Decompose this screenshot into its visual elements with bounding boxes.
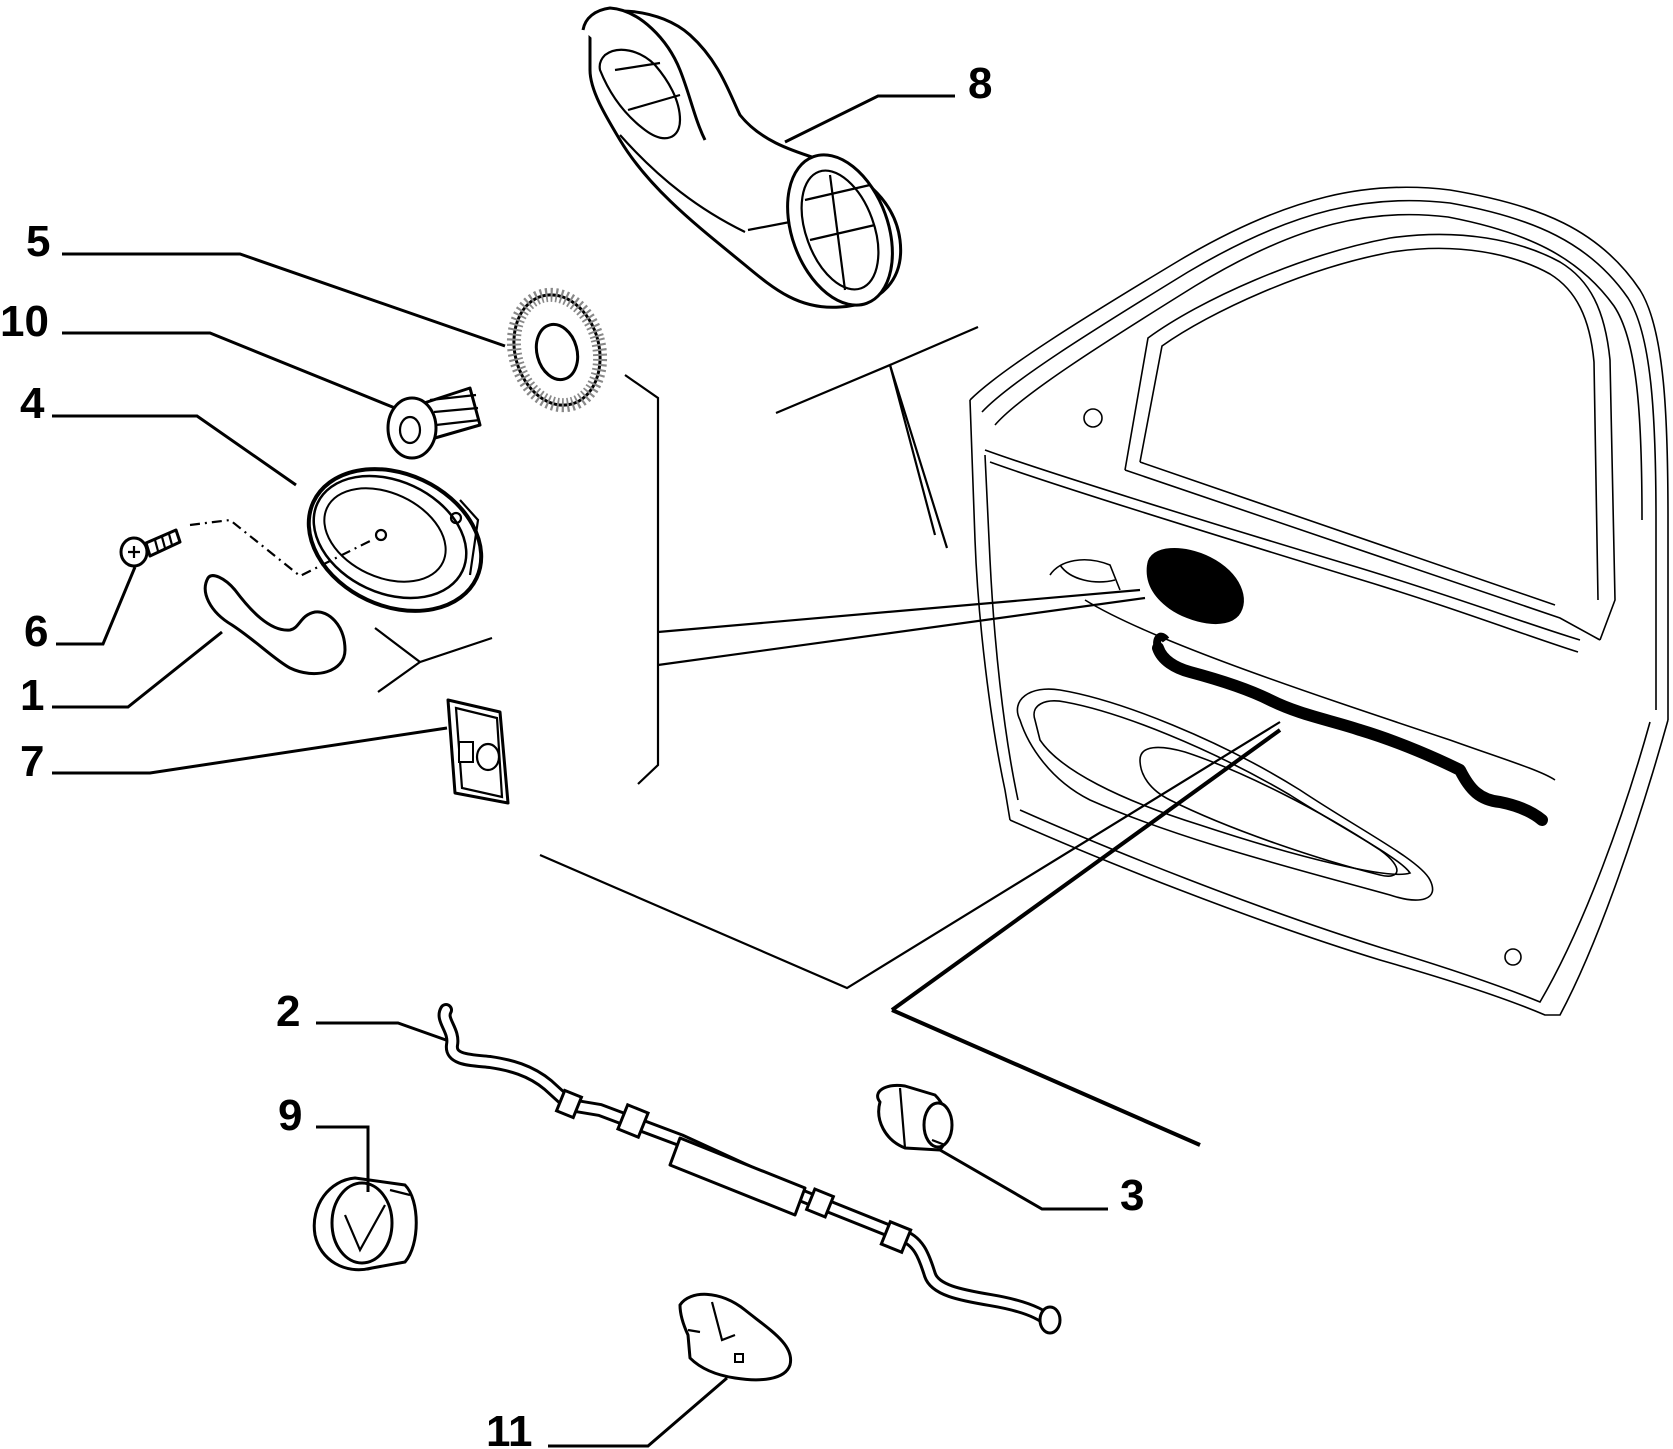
callout-11: 11 <box>486 1407 533 1449</box>
part-2-wiring-harness <box>437 1003 1062 1335</box>
leader-5 <box>62 252 506 348</box>
car-door-outline <box>969 186 1669 1016</box>
leader-1 <box>52 630 223 709</box>
leader-7 <box>52 726 448 775</box>
part-3-grommet-clip <box>876 1083 954 1152</box>
part-5-washer <box>506 287 608 413</box>
callout-labels: 8 5 10 4 6 1 7 2 9 3 11 <box>0 59 1144 1449</box>
part-6-screw <box>119 528 182 568</box>
callout-5: 5 <box>26 217 50 266</box>
part-11-harness-bracket <box>678 1292 793 1382</box>
leader-4 <box>52 414 297 487</box>
callout-8: 8 <box>968 59 992 108</box>
callout-1: 1 <box>20 671 44 720</box>
part-7-switch-plate <box>446 698 510 805</box>
callout-10: 10 <box>0 297 49 346</box>
callout-3: 3 <box>1120 1171 1144 1220</box>
leader-6 <box>56 566 137 646</box>
part-1-foam-pad <box>203 574 347 676</box>
part-8-door-handle-trim <box>581 6 903 309</box>
part-10-push-clip <box>386 386 482 460</box>
part-4-speaker <box>306 467 484 613</box>
leader-3 <box>939 1148 1108 1211</box>
explode-leaders <box>374 325 1282 1147</box>
callout-2: 2 <box>276 987 300 1036</box>
screw-axis-dash <box>189 518 373 578</box>
callout-6: 6 <box>24 607 48 656</box>
part-9-round-clip <box>312 1176 418 1272</box>
leader-11 <box>548 1376 728 1448</box>
leader-10 <box>62 331 396 410</box>
leader-8 <box>784 94 955 144</box>
callout-7: 7 <box>20 737 44 786</box>
speaker-opening <box>1146 548 1244 624</box>
leader-2 <box>316 1021 447 1042</box>
callout-4: 4 <box>20 379 45 428</box>
door-harness <box>1152 642 1548 826</box>
callout-9: 9 <box>278 1091 302 1140</box>
leader-9 <box>316 1125 370 1192</box>
